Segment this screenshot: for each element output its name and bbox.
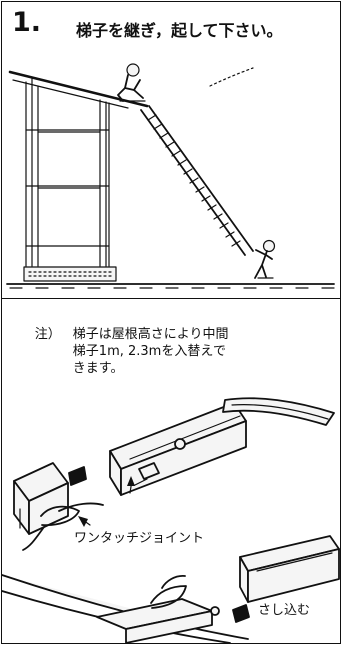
ladder-setup-illustration — [6, 63, 335, 289]
ground-and-foundation — [6, 266, 335, 289]
note-text: 梯子は屋根高さにより中間 梯子1m, 2.3mを入替えで きます。 — [72, 327, 229, 376]
joint-detail-panel: 注） 梯子は屋根高さにより中間 梯子1m, 2.3mを入替えで きます。 — [2, 299, 340, 643]
motion-lines — [209, 67, 254, 87]
step-number: 1. — [12, 7, 42, 38]
callout-pointers — [78, 476, 135, 527]
lower-ladder-rail — [2, 574, 250, 643]
ladder-height-note: 注） 梯子は屋根高さにより中間 梯子1m, 2.3mを入替えで きます。 — [10, 309, 330, 394]
one-touch-joint-label: ワンタッチジョイント — [74, 531, 205, 546]
joint-detail-illustration — [2, 397, 340, 643]
insert-rail — [239, 535, 340, 603]
left-joint-clamp — [13, 462, 104, 551]
upper-ladder-rail — [109, 402, 247, 496]
ladder — [140, 105, 254, 256]
cross-rung — [222, 397, 335, 426]
step-title: 梯子を継ぎ，起して下さい。 — [76, 21, 283, 40]
worker-on-roof — [117, 63, 146, 102]
step-one-panel: 1. 梯子を継ぎ，起して下さい。 — [2, 2, 340, 299]
worker-at-base — [254, 239, 276, 279]
insert-label: さし込む — [258, 603, 311, 618]
roof-structure — [8, 70, 149, 267]
note-label: 注） — [34, 327, 61, 342]
